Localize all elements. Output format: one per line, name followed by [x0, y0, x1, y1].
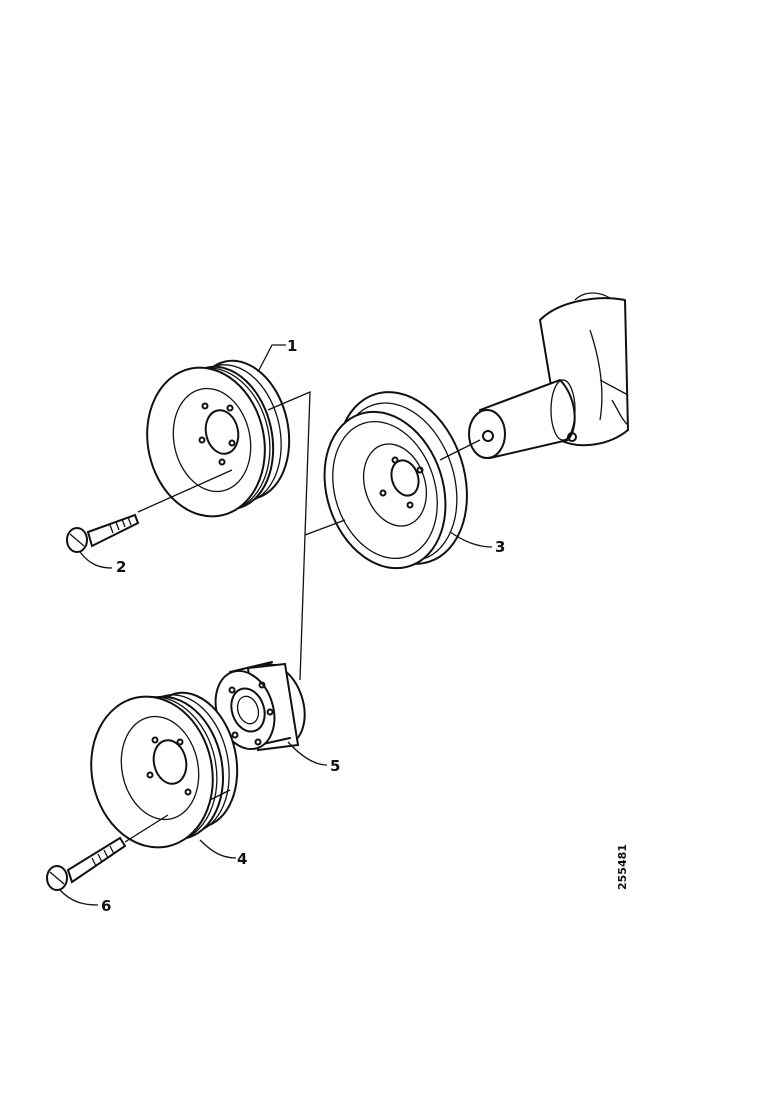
callout-3: 3: [495, 538, 505, 556]
leader-lines: [59, 344, 493, 906]
callout-1: 1: [287, 337, 297, 355]
hub-pulley: [323, 391, 468, 570]
adapter-spacer: [214, 661, 306, 752]
crankshaft-end: [468, 292, 629, 460]
assembly-centerline: [124, 390, 481, 843]
upper-pulley: [146, 359, 291, 518]
lower-bolt: [46, 836, 127, 891]
upper-bolt: [66, 513, 140, 553]
callout-2: 2: [116, 558, 126, 576]
figure-reference-number: 255481: [616, 844, 629, 890]
callout-5: 5: [330, 757, 340, 775]
callout-6: 6: [101, 897, 111, 915]
lower-pulley: [90, 691, 239, 849]
callout-4: 4: [237, 850, 247, 868]
